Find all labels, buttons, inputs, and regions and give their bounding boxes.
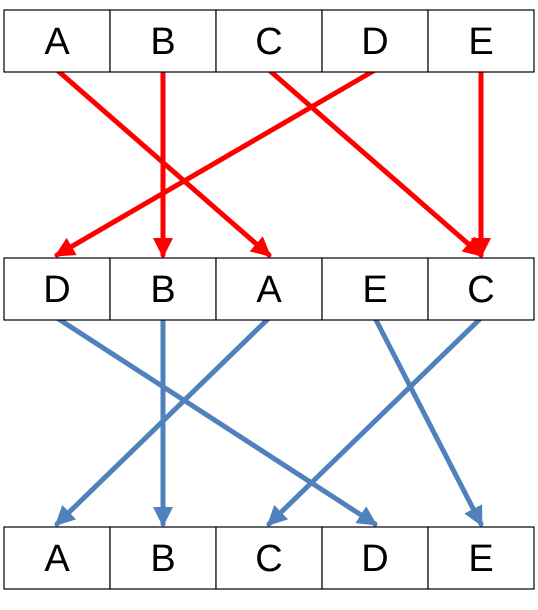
middle-cell-box bbox=[321, 257, 429, 321]
middle-cell-box bbox=[109, 257, 217, 321]
bottom-cell-box bbox=[427, 526, 535, 590]
top-to-middle-arrows bbox=[54, 67, 491, 258]
middle-cell-label: C bbox=[467, 269, 494, 311]
middle-cell-label: A bbox=[256, 269, 282, 311]
top-to-middle-arrow bbox=[266, 67, 484, 258]
top-cell-box bbox=[321, 9, 429, 73]
bottom-cell-label: C bbox=[255, 538, 282, 580]
bottom-cell-label: B bbox=[150, 538, 175, 580]
bottom-cell-box bbox=[321, 526, 429, 590]
top-cell-label: B bbox=[150, 21, 175, 63]
top-cell-box bbox=[427, 9, 535, 73]
middle-cell-label: B bbox=[150, 269, 175, 311]
bottom-cell-box bbox=[3, 526, 111, 590]
middle-cell-box bbox=[215, 257, 323, 321]
middle-to-bottom-arrows bbox=[54, 315, 484, 527]
bottom-cell-label: D bbox=[361, 538, 388, 580]
top-cell-box bbox=[109, 9, 217, 73]
middle-cell-label: E bbox=[362, 269, 387, 311]
top-cell-box bbox=[215, 9, 323, 73]
bottom-cell-box bbox=[215, 526, 323, 590]
middle-cell-box bbox=[427, 257, 535, 321]
bottom-row: A B C D E bbox=[3, 526, 535, 590]
middle-to-bottom-arrow bbox=[266, 315, 484, 527]
top-cell-label: C bbox=[255, 21, 282, 63]
bottom-cell-label: A bbox=[44, 538, 70, 580]
top-cell-label: A bbox=[44, 21, 70, 63]
top-cell-label: E bbox=[468, 21, 493, 63]
bottom-cell-box bbox=[109, 526, 217, 590]
middle-to-bottom-arrow bbox=[54, 315, 378, 527]
arrows-layer bbox=[54, 67, 491, 527]
top-row: A B C D E bbox=[3, 9, 535, 73]
middle-to-bottom-arrow bbox=[372, 315, 484, 527]
middle-cell-box bbox=[3, 257, 111, 321]
top-to-middle-arrow bbox=[54, 67, 378, 258]
top-cell-label: D bbox=[361, 21, 388, 63]
rows-layer: A B C D E D B A E C A B C D E bbox=[3, 9, 535, 590]
middle-cell-label: D bbox=[43, 269, 70, 311]
middle-to-bottom-arrow bbox=[54, 315, 272, 527]
bottom-cell-label: E bbox=[468, 538, 493, 580]
